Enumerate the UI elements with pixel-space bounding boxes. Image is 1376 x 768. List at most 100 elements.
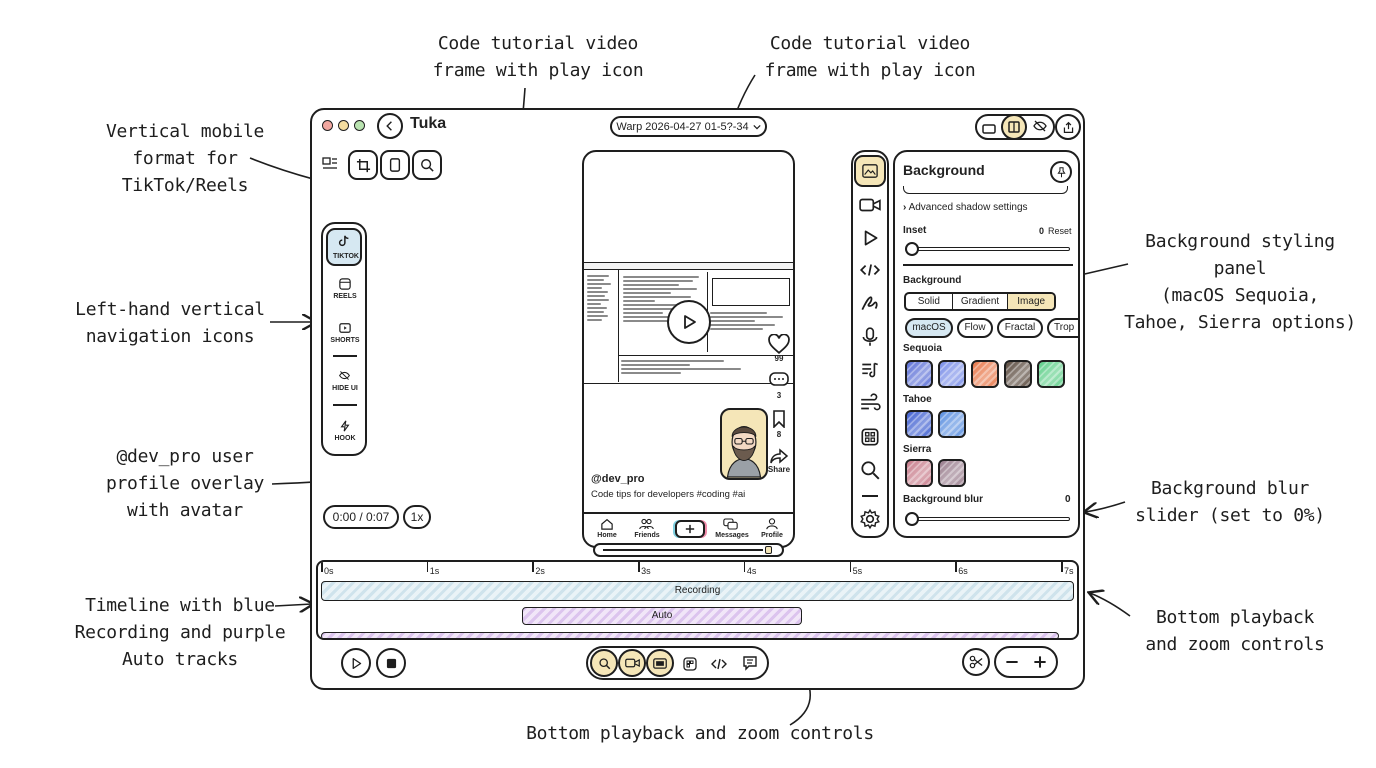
caption-icon[interactable]: [742, 655, 758, 671]
wind-icon[interactable]: [859, 392, 881, 414]
recording-selector[interactable]: Warp 2026-04-27 01-5?-34: [610, 116, 767, 137]
annotation-profile-overlay: @dev_pro user profile overlay with avata…: [105, 446, 265, 521]
add-zoom-button[interactable]: [590, 649, 618, 677]
phone-scrubber-handle[interactable]: [765, 546, 772, 554]
tab-image[interactable]: Image: [1008, 294, 1054, 309]
avatar[interactable]: [720, 408, 768, 480]
recording-track[interactable]: Recording: [321, 581, 1074, 601]
reels-icon: [339, 278, 351, 290]
play-outline-icon[interactable]: [859, 227, 881, 249]
chevron-right-icon: ›: [903, 202, 907, 213]
inset-label: Inset: [903, 225, 927, 236]
bottom-nav-profile[interactable]: Profile: [759, 518, 785, 542]
wallpaper-swatches: [895, 152, 1078, 536]
pin-button[interactable]: [1050, 161, 1072, 183]
timeline-tick-label: 3s: [641, 566, 651, 576]
video-play-button[interactable]: [667, 300, 711, 344]
draw-icon[interactable]: [859, 292, 881, 314]
chip-fractal[interactable]: Fractal: [997, 318, 1043, 338]
tab-solid[interactable]: Solid: [906, 294, 953, 309]
auto-zoom-track[interactable]: Auto: [522, 607, 802, 625]
layout-icon[interactable]: [322, 156, 338, 172]
share-arrow-icon[interactable]: [769, 448, 789, 464]
zoom-search-icon[interactable]: [859, 459, 881, 481]
comment-icon[interactable]: [769, 372, 789, 390]
phone-scrubber[interactable]: [593, 543, 784, 557]
wallpaper-swatch[interactable]: [938, 410, 966, 438]
microphone-icon[interactable]: [859, 326, 881, 348]
crop-button[interactable]: [348, 150, 378, 180]
nav-item-hide-ui[interactable]: HIDE UI: [323, 368, 367, 398]
annotation-bg-panel: Background styling panel (macOS Sequoia,…: [1124, 231, 1356, 333]
nav-item-hook[interactable]: HOOK: [323, 418, 367, 448]
nav-item-shorts[interactable]: SHORTS: [323, 320, 367, 350]
wallpaper-swatch[interactable]: [905, 410, 933, 438]
auto-track-strip[interactable]: [321, 632, 1059, 638]
share-export-button[interactable]: [1055, 114, 1081, 140]
bottom-nav-create-button[interactable]: [675, 520, 705, 538]
chip-tropical[interactable]: Trop: [1047, 318, 1078, 338]
window-minimize-button[interactable]: [338, 120, 349, 131]
keyboard-shortcut-icon[interactable]: [683, 656, 697, 671]
cut-button[interactable]: [962, 648, 990, 676]
window-close-button[interactable]: [322, 120, 333, 131]
auto-track-label: Auto: [651, 610, 673, 621]
nav-item-tiktok[interactable]: TIKTOK: [326, 228, 362, 266]
back-button[interactable]: [377, 113, 403, 139]
keyboard-icon[interactable]: [859, 426, 881, 448]
speed-button[interactable]: 1x: [403, 505, 431, 529]
inset-value: 0: [1039, 226, 1045, 236]
music-icon[interactable]: [859, 359, 881, 381]
inset-reset-button[interactable]: Reset: [1048, 226, 1072, 236]
panel-title: Background: [903, 162, 985, 178]
camera-icon[interactable]: [859, 194, 881, 216]
crop-icon: [356, 158, 370, 172]
hide-ui-icon: [339, 371, 350, 380]
nav-item-reels[interactable]: REELS: [323, 276, 367, 306]
wallpaper-swatch[interactable]: [938, 459, 966, 487]
advanced-shadow-toggle[interactable]: › Advanced shadow settings: [903, 202, 1028, 213]
inset-slider-thumb[interactable]: [905, 242, 919, 256]
aspect-ratio-button[interactable]: [380, 150, 410, 180]
nav-label-hook: HOOK: [334, 435, 356, 442]
zoom-tool-button[interactable]: [412, 150, 442, 180]
bookmark-icon[interactable]: [772, 410, 786, 429]
timeline-tick-label: 2s: [535, 566, 545, 576]
search-icon: [421, 159, 434, 172]
gear-icon[interactable]: [859, 508, 881, 530]
code-frame-sidebar: [584, 270, 619, 382]
speed-text: 1x: [410, 510, 424, 524]
wallpaper-swatch[interactable]: [1037, 360, 1065, 388]
stop-button[interactable]: [376, 648, 406, 678]
zoom-out-button[interactable]: [1003, 653, 1021, 671]
messages-icon: [723, 518, 738, 530]
nav-divider: [333, 355, 357, 357]
portrait-view-button[interactable]: [1001, 114, 1027, 140]
chip-flow[interactable]: Flow: [957, 318, 993, 338]
tool-background-button[interactable]: [854, 155, 886, 187]
play-button[interactable]: [341, 648, 371, 678]
chip-macos[interactable]: macOS: [905, 318, 953, 338]
bottom-nav-friends[interactable]: Friends: [634, 518, 660, 542]
timeline-tick: [532, 562, 534, 572]
blur-slider[interactable]: [905, 517, 1070, 521]
like-icon[interactable]: [768, 333, 790, 354]
zoom-in-button[interactable]: [1031, 653, 1049, 671]
landscape-view-icon[interactable]: [982, 120, 996, 134]
wallpaper-swatch[interactable]: [905, 360, 933, 388]
tab-gradient[interactable]: Gradient: [953, 294, 1009, 309]
blur-slider-thumb[interactable]: [905, 512, 919, 526]
add-screen-button[interactable]: [646, 649, 674, 677]
wallpaper-swatch[interactable]: [971, 360, 999, 388]
wallpaper-swatch[interactable]: [938, 360, 966, 388]
bottom-nav-home[interactable]: Home: [594, 518, 620, 542]
username[interactable]: @dev_pro: [591, 473, 645, 485]
wallpaper-swatch[interactable]: [905, 459, 933, 487]
wallpaper-swatch[interactable]: [1004, 360, 1032, 388]
bottom-nav-messages[interactable]: Messages: [715, 518, 749, 542]
code-icon[interactable]: [711, 656, 727, 670]
code-icon[interactable]: [859, 259, 881, 281]
window-maximize-button[interactable]: [354, 120, 365, 131]
hide-view-icon[interactable]: [1032, 118, 1048, 134]
add-camera-button[interactable]: [618, 649, 646, 677]
